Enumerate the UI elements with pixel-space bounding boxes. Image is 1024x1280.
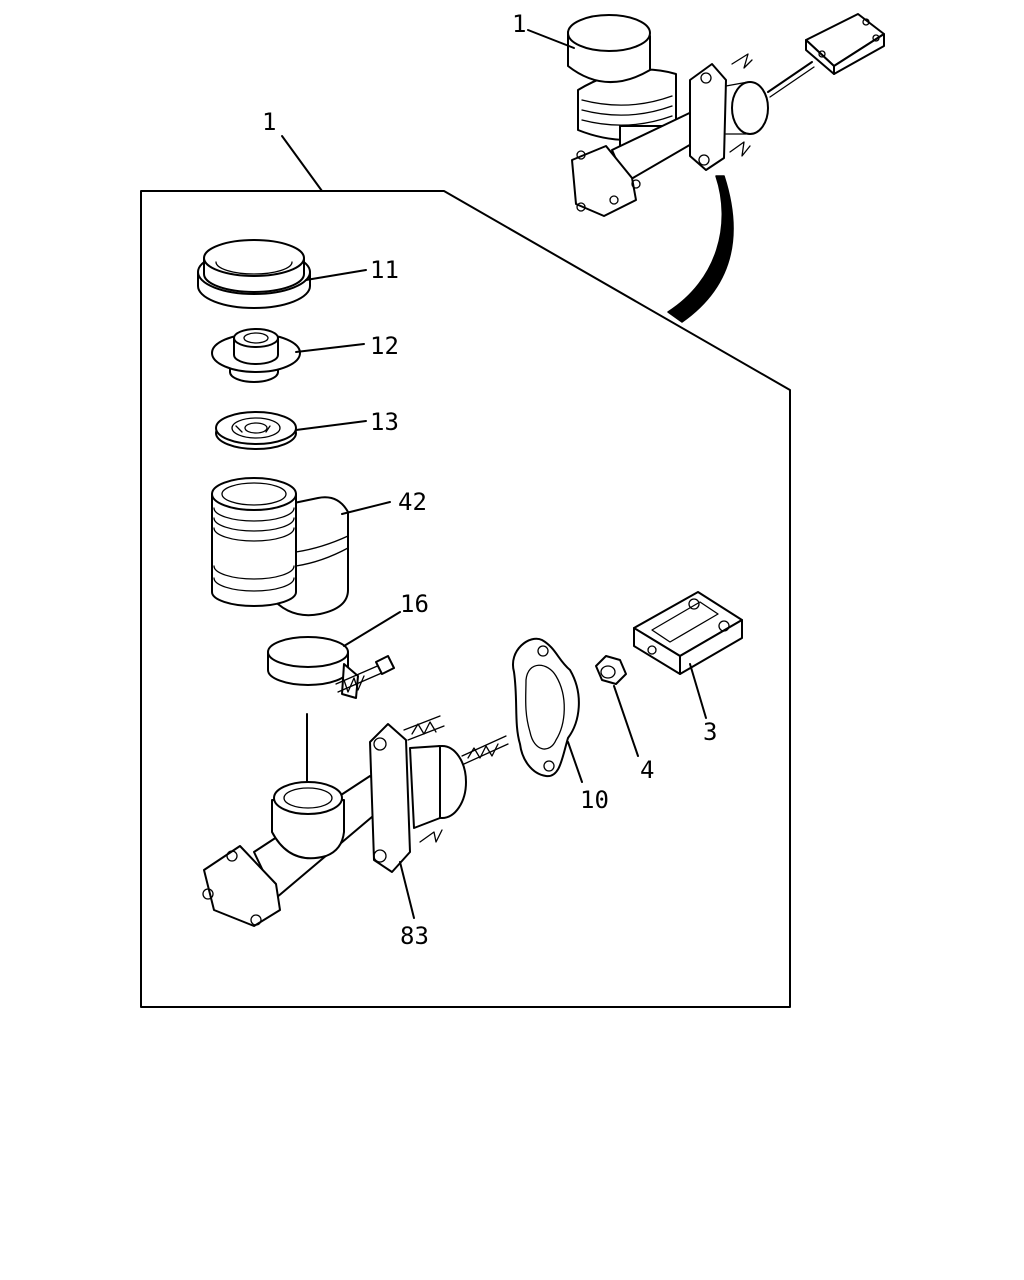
callout-gasket: 10 [580,786,609,814]
assembled-cylinder-body [571,53,769,217]
callout-master-cylinder: 83 [400,922,429,950]
clamp-band-drawing [267,636,395,699]
callout-seal-plate: 13 [370,408,399,436]
callout-clevis: 3 [703,718,717,746]
exploded-view-frame [140,190,791,1008]
diaphragm-drawing [211,328,301,383]
clevis-drawing [633,591,743,675]
callout-assembly-top: 1 [512,10,526,38]
callout-diaphragm: 12 [370,332,399,360]
assembled-master-cylinder [567,13,885,217]
callout-clamp-band: 16 [400,590,429,618]
nut-drawing [595,655,627,685]
reservoir-drawing [211,477,349,617]
gasket-drawing [511,637,580,778]
leader-lines [281,29,707,919]
callout-reservoir: 42 [398,488,427,516]
master-cylinder-drawing [202,715,509,927]
callout-labels: 1 1 11 12 13 42 16 10 4 3 83 [262,10,717,950]
assembled-reservoir [567,14,677,161]
assembly-link-arrow [667,175,734,323]
callout-nut: 4 [640,756,654,784]
callout-assembly-frame: 1 [262,108,276,136]
reservoir-cap-drawing [197,239,311,309]
callout-reservoir-cap: 11 [370,256,399,284]
assembled-clevis [805,13,885,75]
seal-plate-drawing [215,411,297,450]
